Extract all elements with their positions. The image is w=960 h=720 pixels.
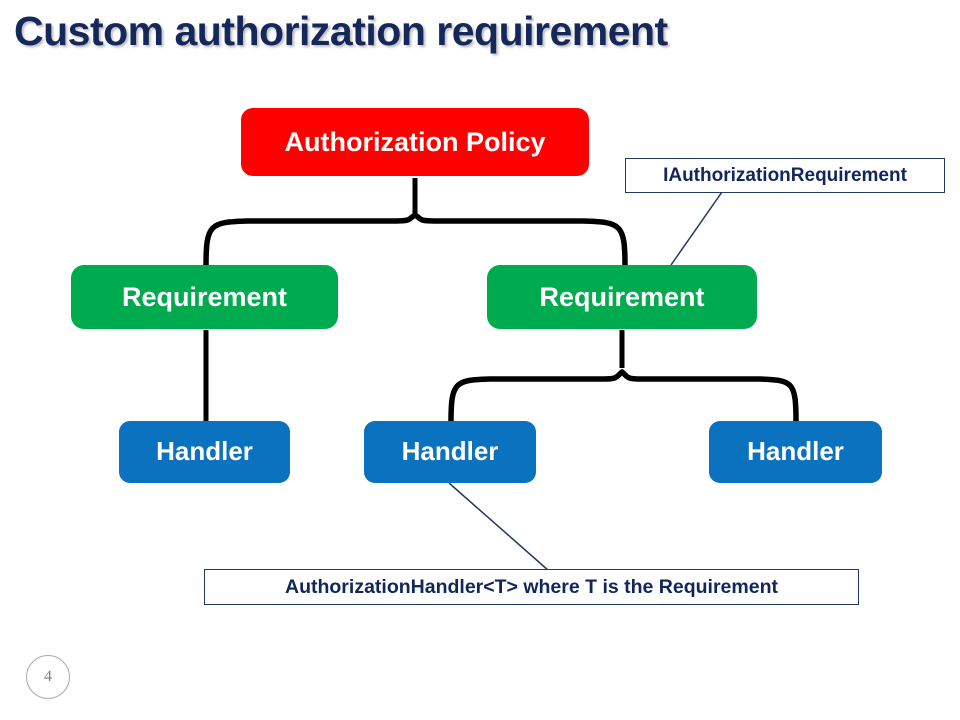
node-authorization-policy[interactable]: Authorization Policy: [241, 108, 589, 176]
connector-policy-to-requirements: [203, 212, 628, 269]
page-title: Custom authorization requirement: [14, 8, 668, 54]
page-number-badge: 4: [26, 655, 70, 699]
leader-line-requirement-interface: [670, 191, 723, 266]
node-handler-middle[interactable]: Handler: [364, 421, 536, 483]
node-requirement-left[interactable]: Requirement: [71, 265, 338, 329]
connector-requirement2-to-handlers: [448, 369, 799, 425]
leader-line-handler-generic: [448, 482, 550, 572]
node-handler-left[interactable]: Handler: [119, 421, 290, 483]
node-requirement-right[interactable]: Requirement: [487, 265, 757, 329]
node-handler-right[interactable]: Handler: [709, 421, 882, 483]
footer: f facebook.com/pragimtech 🐦 twitter.com/…: [0, 645, 960, 720]
callout-authorization-handler-generic: AuthorizationHandler<T> where T is the R…: [204, 569, 859, 605]
callout-authorization-requirement-interface: IAuthorizationRequirement: [625, 158, 945, 193]
